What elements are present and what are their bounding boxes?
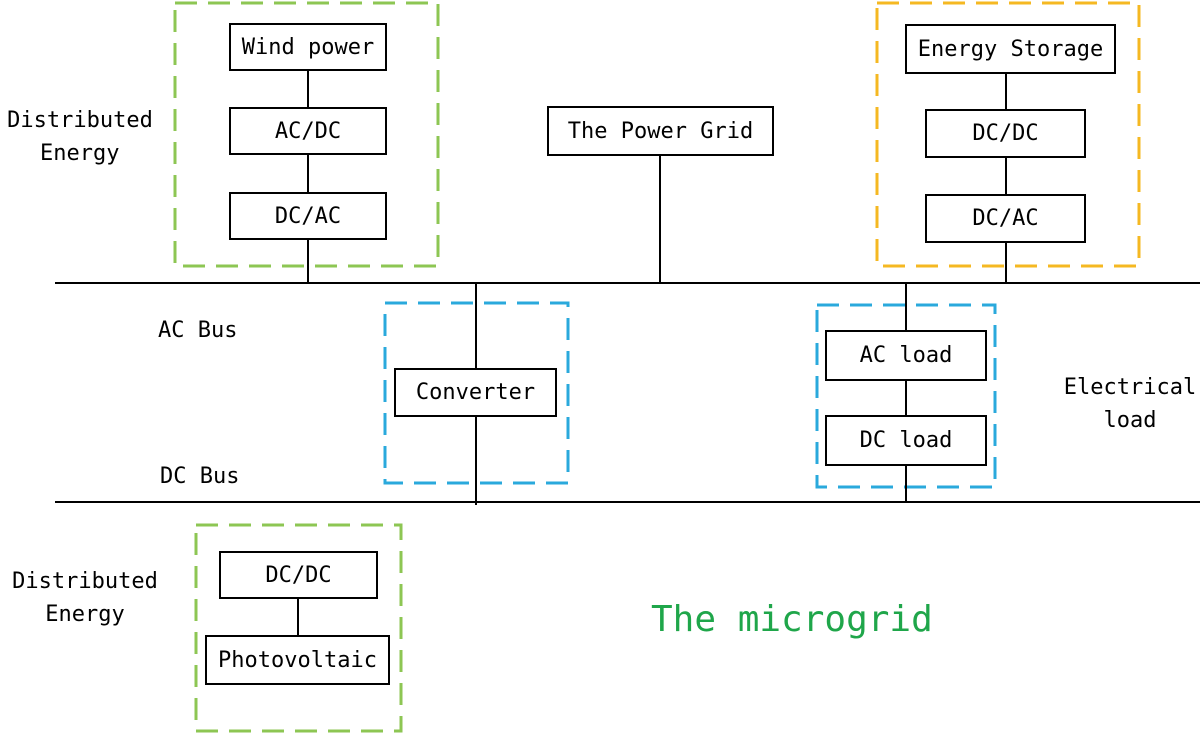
storage-dc-ac-box: DC/AC [925, 194, 1086, 243]
electrical-load-label: Electrical load [1060, 371, 1200, 437]
dc-load-box: DC load [825, 415, 987, 466]
ac-load-box: AC load [825, 330, 987, 381]
dc-bus-label: DC Bus [160, 464, 240, 489]
distributed-energy-top-label: Distributed Energy [5, 104, 155, 170]
distributed-energy-bottom-frame [194, 523, 403, 733]
distributed-energy-top-label-line2: Energy [40, 141, 120, 166]
distributed-energy-bottom-label-line2: Energy [45, 602, 125, 627]
diagram-title: The microgrid [651, 599, 933, 640]
distributed-energy-top-label-line1: Distributed [7, 108, 153, 133]
wind-dc-ac-box: DC/AC [229, 192, 387, 240]
converter-box: Converter [394, 368, 557, 417]
photovoltaic-box: Photovoltaic [205, 635, 390, 685]
wind-ac-dc-box: AC/DC [229, 107, 387, 155]
converter-frame [383, 301, 570, 485]
power-grid-box: The Power Grid [547, 106, 774, 156]
pv-dc-dc-box: DC/DC [219, 551, 378, 599]
distributed-energy-bottom-label-line1: Distributed [12, 569, 158, 594]
storage-dc-dc-box: DC/DC [925, 109, 1086, 158]
energy-storage-box: Energy Storage [905, 24, 1116, 74]
distributed-energy-bottom-label: Distributed Energy [5, 565, 165, 631]
electrical-load-label-line2: load [1103, 408, 1157, 433]
electrical-load-label-line1: Electrical [1063, 375, 1197, 400]
ac-bus-label: AC Bus [158, 318, 238, 343]
wind-power-box: Wind power [229, 23, 387, 71]
